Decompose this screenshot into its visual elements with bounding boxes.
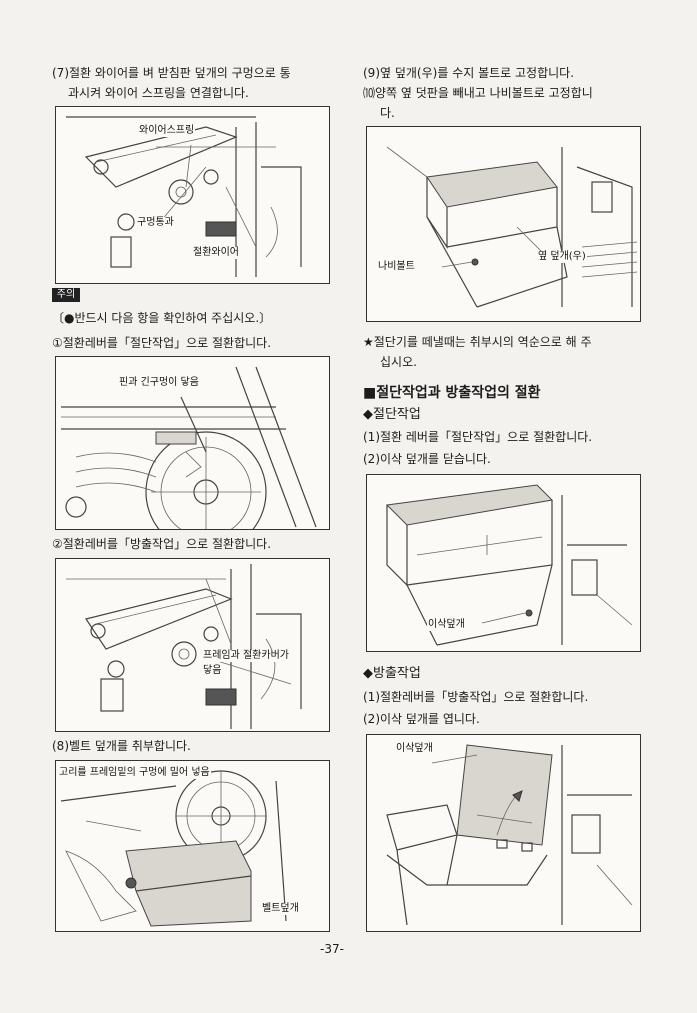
step7-line2: 과시켜 와이어 스프링을 연결합니다. — [68, 86, 249, 100]
figure-frame-cover: 프레임과 절환카버가 닿음 — [55, 558, 330, 732]
page-number: -37- — [320, 942, 344, 956]
cutting-step2: (2)이삭 덮개를 닫습니다. — [363, 452, 491, 466]
label-frame-cover-1: 프레임과 절환카버가 — [202, 650, 290, 662]
label-wing-bolt: 나비볼트 — [377, 261, 416, 273]
label-hook-frame-hole: 고리를 프레임밑의 구멍에 밀어 넣음 — [58, 767, 211, 779]
subtitle-discharge: ◆방출작업 — [363, 666, 421, 681]
subtitle-cutting: ◆절단작업 — [363, 407, 421, 422]
label-wire-spring: 와이어스프링 — [138, 125, 196, 137]
step9: (9)옆 덮개(우)를 수지 볼트로 고정합니다. — [363, 66, 575, 80]
step10-line1: ⑽양쪽 옆 덧판을 빼내고 나비볼트로 고정합니 — [363, 86, 593, 100]
figure-grain-cover-closed: 이삭덮개 — [366, 474, 641, 652]
check-step-2: ②절환레버를「방출작업」으로 절환합니다. — [52, 537, 272, 551]
label-hole-pass: 구멍통과 — [136, 217, 175, 229]
discharge-step1: (1)절환레버를「방출작업」으로 절환합니다. — [363, 690, 589, 704]
section-title: ■절단작업과 방출작업의 절환 — [363, 385, 541, 401]
figure-wire-spring: 와이어스프링 구멍통과 절환와이어 — [55, 106, 330, 284]
step7-line1: (7)절환 와이어를 벼 받침판 덮개의 구멍으로 통 — [52, 66, 291, 80]
star-note-line2: 십시오. — [380, 355, 417, 369]
label-switch-wire: 절환와이어 — [192, 247, 240, 259]
figure-side-cover: 나비볼트 옆 덮개(우) — [366, 126, 641, 322]
cutting-step1: (1)절환 레버를「절단작업」으로 절환합니다. — [363, 430, 593, 444]
figure-belt-cover: 고리를 프레임밑의 구멍에 밀어 넣음 벨트덮개 — [55, 760, 330, 932]
label-pin-slot-contact: 핀과 긴구멍이 닿음 — [118, 377, 200, 389]
step10-line2: 다. — [380, 106, 395, 120]
caution-badge: 주의 — [52, 288, 80, 302]
caution-note: 〔●반드시 다음 항을 확인하여 주십시오.〕 — [52, 311, 272, 325]
step8: (8)벨트 덮개를 취부합니다. — [52, 739, 191, 753]
discharge-step2: (2)이삭 덮개를 엽니다. — [363, 712, 480, 726]
label-frame-cover-2: 닿음 — [202, 665, 223, 677]
star-note-line1: ★절단기를 떼낼때는 취부시의 역순으로 해 주 — [363, 335, 592, 349]
label-side-cover-right: 옆 덮개(우) — [537, 251, 587, 263]
figure-grain-cover-open: 이삭덮개 — [366, 734, 641, 932]
label-belt-cover: 벨트덮개 — [261, 903, 300, 915]
check-step-1: ①절환레버를「절단작업」으로 절환합니다. — [52, 336, 272, 350]
figure-pin-slot: 핀과 긴구멍이 닿음 — [55, 356, 330, 530]
label-grain-cover-cutting: 이삭덮개 — [427, 619, 466, 631]
label-grain-cover-discharge: 이삭덮개 — [395, 743, 434, 755]
